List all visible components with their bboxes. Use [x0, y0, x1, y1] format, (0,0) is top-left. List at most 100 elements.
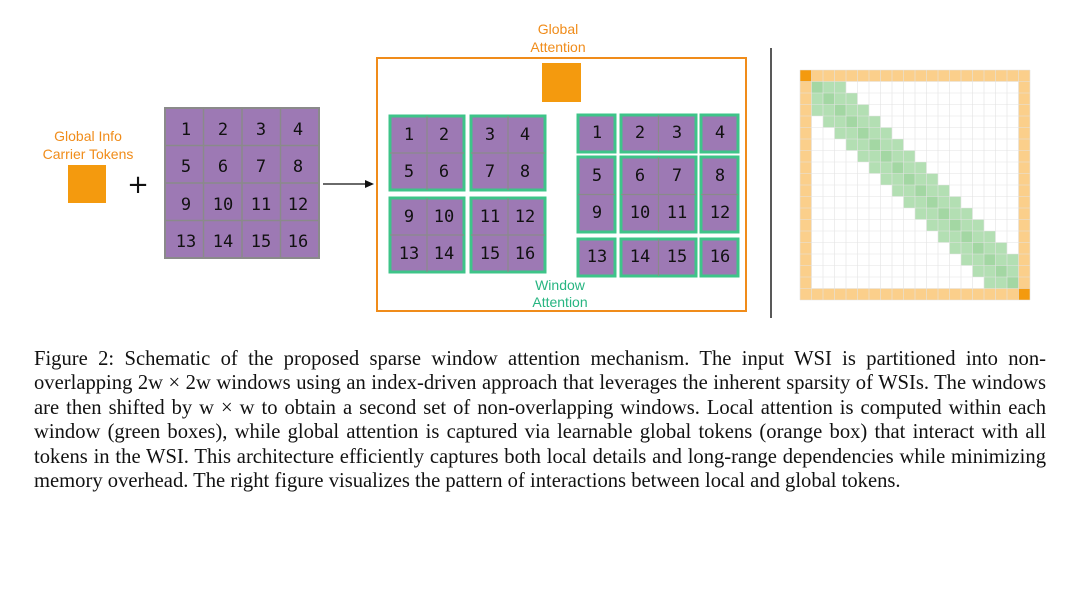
matrix-cell — [949, 242, 961, 254]
matrix-cell — [1018, 208, 1030, 220]
matrix-cell — [823, 81, 835, 93]
matrix-cell — [1018, 70, 1030, 82]
matrix-cell — [1007, 254, 1019, 266]
tile-number: 11 — [251, 195, 271, 215]
matrix-cell — [880, 288, 892, 300]
tile-number: 15 — [480, 244, 500, 264]
matrix-cell — [1007, 70, 1019, 82]
matrix-cell — [880, 173, 892, 185]
matrix-cell — [869, 288, 881, 300]
matrix-cell — [984, 231, 996, 243]
matrix-cell — [903, 288, 915, 300]
figure-caption: Figure 2: Schematic of the proposed spar… — [34, 348, 1046, 493]
matrix-cell — [857, 288, 869, 300]
matrix-cell — [1018, 116, 1030, 128]
matrix-cell — [949, 288, 961, 300]
matrix-cell — [961, 254, 973, 266]
matrix-cell — [823, 104, 835, 116]
matrix-cell — [938, 70, 950, 82]
matrix-cell — [972, 242, 984, 254]
matrix-cell — [938, 231, 950, 243]
matrix-cell — [1007, 288, 1019, 300]
shifted-window-box — [699, 237, 740, 278]
matrix-cell — [1018, 93, 1030, 105]
matrix-cell — [972, 70, 984, 82]
tile-number: 2 — [218, 120, 228, 140]
tile-number: 12 — [288, 195, 308, 215]
matrix-cell — [949, 231, 961, 243]
tile-number: 10 — [213, 195, 233, 215]
tile-number: 14 — [630, 247, 650, 267]
tile-number: 3 — [485, 125, 495, 145]
tile-number: 12 — [710, 203, 730, 223]
window-attention-label-line1: Window — [535, 277, 586, 293]
shifted-window-box — [699, 113, 740, 154]
matrix-cell — [857, 104, 869, 116]
matrix-cell — [823, 288, 835, 300]
matrix-cell — [857, 70, 869, 82]
matrix-cell — [903, 173, 915, 185]
matrix-cell — [984, 288, 996, 300]
matrix-cell — [915, 70, 927, 82]
tile-number: 7 — [256, 157, 266, 177]
matrix-cell — [984, 277, 996, 289]
matrix-cell — [1018, 162, 1030, 174]
arrow-head — [365, 180, 374, 188]
tile-number: 11 — [480, 207, 500, 227]
tile-number: 7 — [672, 166, 682, 186]
matrix-cell — [915, 208, 927, 220]
tile-number: 4 — [293, 120, 303, 140]
matrix-cell — [972, 265, 984, 277]
matrix-cell — [1018, 173, 1030, 185]
tile-number: 9 — [181, 195, 191, 215]
matrix-cell — [800, 288, 812, 300]
matrix-cell — [846, 104, 858, 116]
tile-number: 13 — [587, 247, 607, 267]
global-attention-label-line2: Attention — [530, 39, 585, 55]
tile-number: 16 — [288, 232, 308, 252]
matrix-cell — [869, 70, 881, 82]
matrix-cell — [800, 185, 812, 197]
tile-number: 8 — [715, 166, 725, 186]
matrix-cell — [800, 231, 812, 243]
matrix-cell — [961, 219, 973, 231]
matrix-cell — [846, 288, 858, 300]
matrix-cell — [869, 150, 881, 162]
matrix-cell — [926, 185, 938, 197]
matrix-cell — [1018, 277, 1030, 289]
matrix-cell — [823, 116, 835, 128]
matrix-cell — [869, 162, 881, 174]
matrix-cell — [834, 127, 846, 139]
tile-number: 3 — [672, 123, 682, 143]
tile-number: 3 — [256, 120, 266, 140]
matrix-cell — [857, 150, 869, 162]
matrix-cell — [1018, 185, 1030, 197]
matrix-cell — [800, 93, 812, 105]
matrix-cell — [1018, 150, 1030, 162]
tile-number: 13 — [176, 232, 196, 252]
shifted-window-box — [576, 113, 617, 154]
matrix-cell — [949, 208, 961, 220]
matrix-cell — [846, 127, 858, 139]
matrix-cell — [995, 242, 1007, 254]
tile-number: 2 — [439, 125, 449, 145]
matrix-cell — [972, 231, 984, 243]
tile-number: 9 — [592, 203, 602, 223]
matrix-cell — [926, 208, 938, 220]
matrix-cell — [892, 150, 904, 162]
matrix-cell — [857, 116, 869, 128]
matrix-cell — [984, 70, 996, 82]
tile-number: 1 — [181, 120, 191, 140]
matrix-cell — [834, 93, 846, 105]
matrix-cell — [1018, 254, 1030, 266]
matrix-cell — [800, 254, 812, 266]
matrix-cell — [1007, 265, 1019, 277]
matrix-cell — [869, 139, 881, 151]
matrix-cell — [1018, 242, 1030, 254]
tile-number: 14 — [434, 244, 454, 264]
matrix-cell — [949, 219, 961, 231]
matrix-cell — [800, 104, 812, 116]
matrix-cell — [961, 70, 973, 82]
matrix-cell — [800, 81, 812, 93]
